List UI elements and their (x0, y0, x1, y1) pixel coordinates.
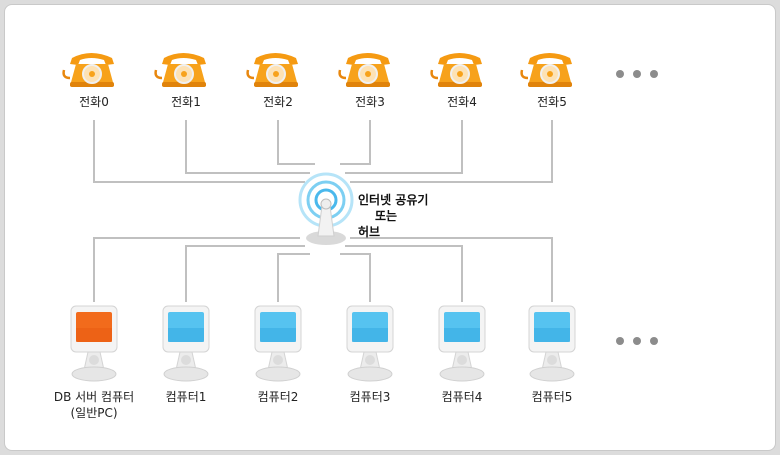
db-server-label: DB 서버 컴퓨터 (일반PC) (53, 390, 135, 420)
phone-label-1: 전화1 (171, 95, 201, 109)
telephone-icon (336, 48, 398, 88)
computer-label-1: 컴퓨터1 (165, 390, 207, 404)
computer-label-2: 컴퓨터2 (257, 390, 299, 404)
more-phones-ellipsis-icon (616, 66, 667, 82)
telephone-icon (60, 48, 122, 88)
telephone-icon (152, 48, 214, 88)
computer-label-3: 컴퓨터3 (349, 390, 391, 404)
telephone-icon (244, 48, 306, 88)
more-computers-ellipsis-icon (616, 333, 667, 349)
hub-label-line3: 허브 (358, 225, 381, 239)
monitor-icon (436, 304, 488, 384)
hub-label-line2: 또는 (375, 209, 398, 223)
phone-label-3: 전화3 (355, 95, 385, 109)
monitor-icon (252, 304, 304, 384)
monitor-icon (344, 304, 396, 384)
hub-label-line1: 인터넷 공유기 (358, 193, 429, 207)
monitor-icon (526, 304, 578, 384)
computer-label-4: 컴퓨터4 (441, 390, 483, 404)
telephone-icon (428, 48, 490, 88)
telephone-icon (518, 48, 580, 88)
phone-label-4: 전화4 (447, 95, 477, 109)
db-server-monitor-icon (68, 304, 120, 384)
phone-label-5: 전화5 (537, 95, 567, 109)
phone-label-0: 전화0 (79, 95, 109, 109)
hub-icon (296, 172, 356, 247)
phone-label-2: 전화2 (263, 95, 293, 109)
computer-label-5: 컴퓨터5 (531, 390, 573, 404)
monitor-icon (160, 304, 212, 384)
